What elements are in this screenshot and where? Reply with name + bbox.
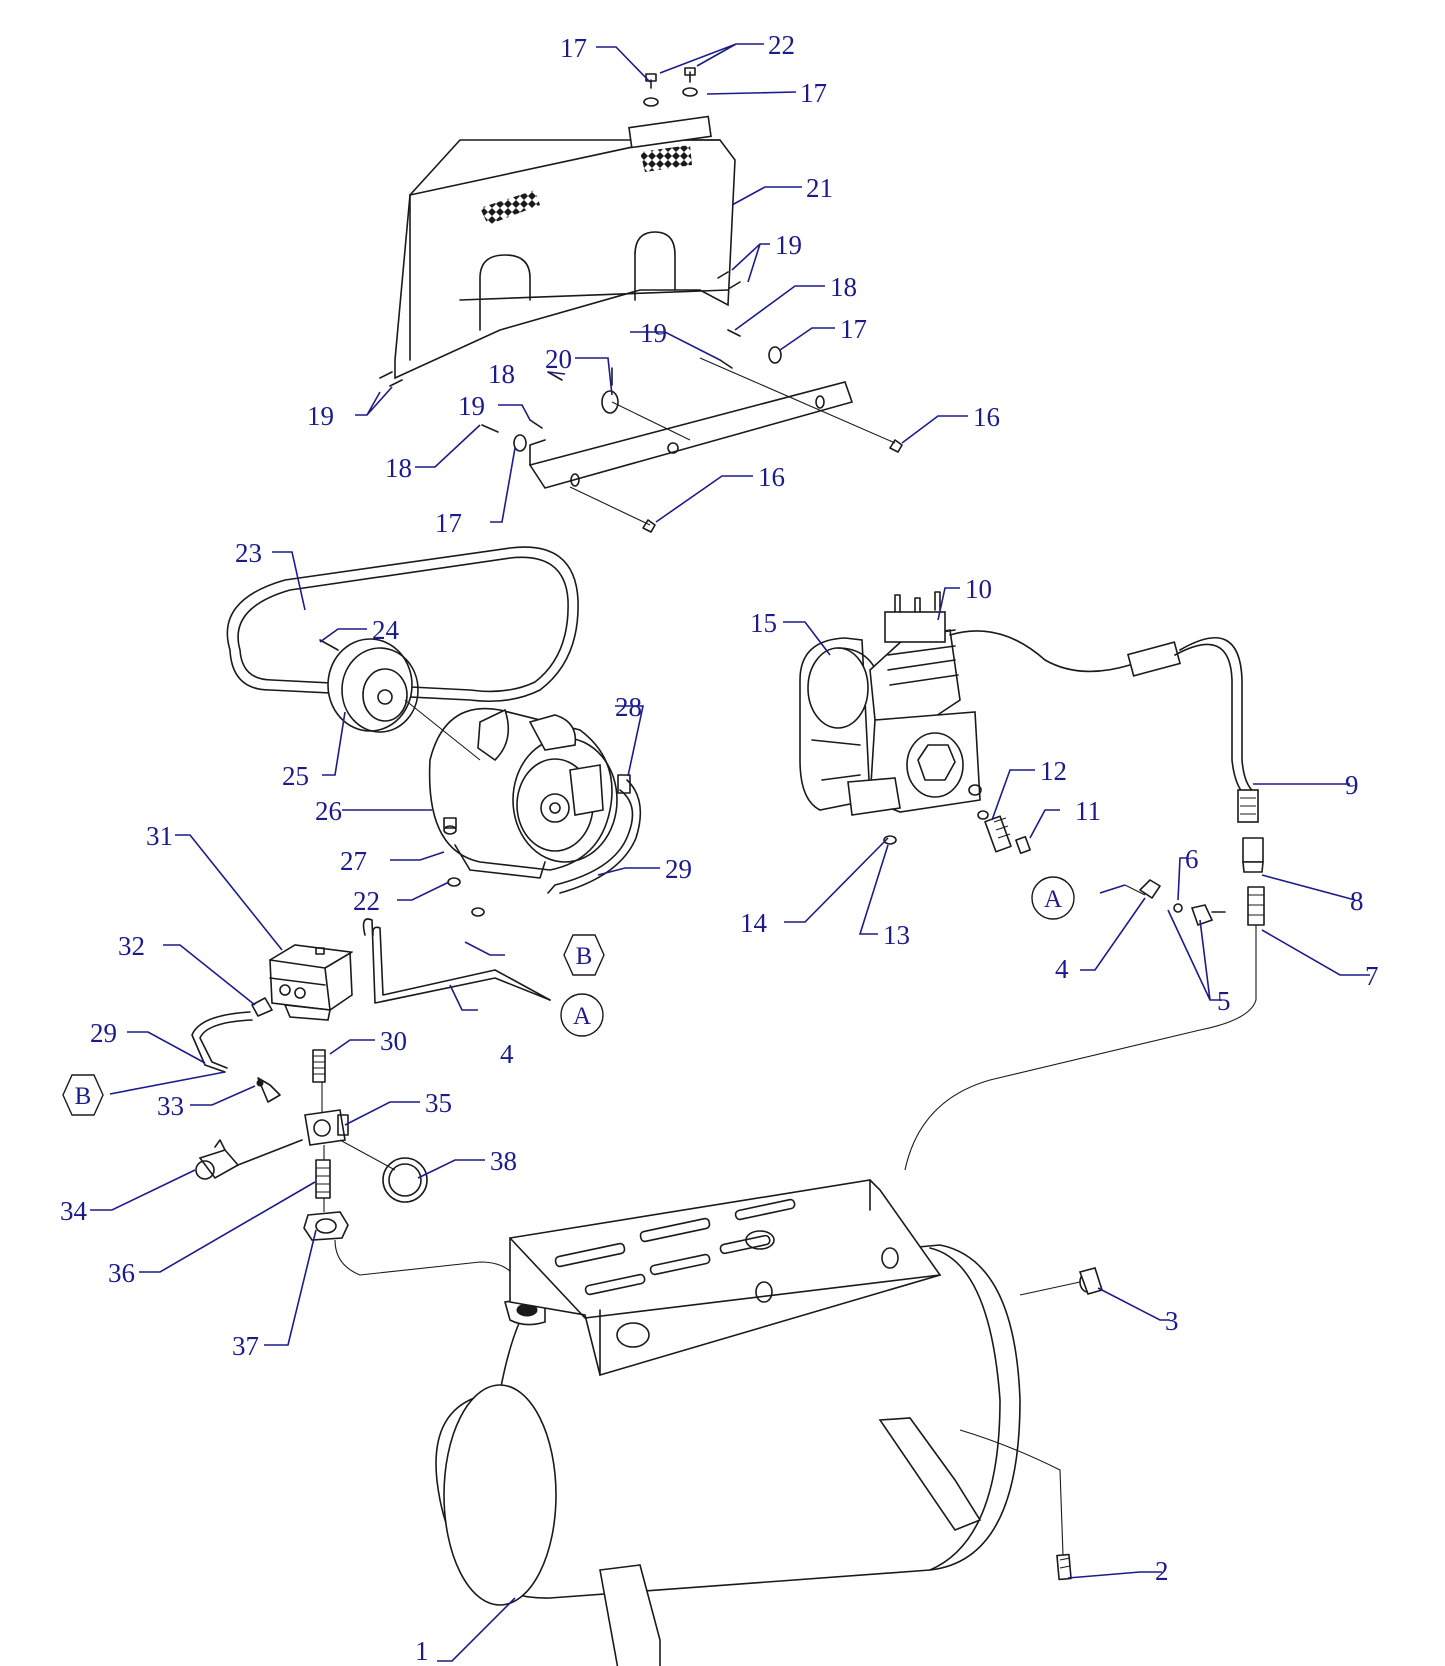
electric-motor xyxy=(404,699,618,879)
callout-2: 2 xyxy=(1155,1556,1169,1586)
callout-22: 22 xyxy=(353,886,380,916)
callout-17: 17 xyxy=(435,508,462,538)
guard-bracket xyxy=(528,381,854,489)
ref-letter: B xyxy=(576,943,593,970)
callout-16: 16 xyxy=(973,402,1000,432)
pressure-switch xyxy=(251,944,353,1021)
leader-lines xyxy=(90,43,1370,1662)
callout-29: 29 xyxy=(90,1018,117,1048)
callout-4: 4 xyxy=(1055,954,1069,984)
callout-14: 14 xyxy=(740,908,768,938)
ref-letter: B xyxy=(75,1083,92,1110)
callout-6: 6 xyxy=(1185,844,1199,874)
callout-3: 3 xyxy=(1165,1306,1179,1336)
callout-5: 5 xyxy=(1217,986,1231,1016)
ref-bubble-a-upper: A xyxy=(1031,876,1075,920)
callout-27: 27 xyxy=(340,846,367,876)
callout-10: 10 xyxy=(965,574,992,604)
callout-1: 1 xyxy=(415,1636,429,1666)
callout-36: 36 xyxy=(108,1258,135,1288)
callout-19: 19 xyxy=(775,230,802,260)
callout-9: 9 xyxy=(1345,770,1359,800)
ref-bubble-b-upper: B xyxy=(563,934,605,976)
callout-38: 38 xyxy=(490,1146,517,1176)
air-tank xyxy=(435,1244,1104,1666)
switch-cord xyxy=(191,1011,253,1073)
check-valve-fittings xyxy=(1124,879,1226,927)
motor-pulley xyxy=(319,638,419,733)
callout-19: 19 xyxy=(640,318,667,348)
callout-15: 15 xyxy=(750,608,777,638)
belt-guard xyxy=(394,115,736,380)
callout-4: 4 xyxy=(500,1039,514,1069)
motor-cord xyxy=(547,774,642,894)
ref-bubble-a-lower: A xyxy=(560,993,604,1037)
callout-32: 32 xyxy=(118,931,145,961)
callout-37: 37 xyxy=(232,1331,259,1361)
motor-mount-hardware xyxy=(443,817,485,917)
callout-8: 8 xyxy=(1350,886,1364,916)
pump-platform xyxy=(509,1179,942,1377)
callout-19: 19 xyxy=(307,401,334,431)
ref-letter: A xyxy=(573,1003,591,1030)
callout-34: 34 xyxy=(60,1196,88,1226)
callout-31: 31 xyxy=(146,821,173,851)
callout-22: 22 xyxy=(768,30,795,60)
callout-23: 23 xyxy=(235,538,262,568)
callout-17: 17 xyxy=(800,78,827,108)
ref-bubble-b-lower: B xyxy=(62,1074,104,1116)
callout-18: 18 xyxy=(488,359,515,389)
callout-21: 21 xyxy=(806,173,833,203)
callout-24: 24 xyxy=(372,615,400,645)
callout-labels: 1 2 3 4 4 5 6 7 8 9 10 11 12 13 14 15 16… xyxy=(60,30,1379,1666)
callout-26: 26 xyxy=(315,796,342,826)
callout-28: 28 xyxy=(615,692,642,722)
callout-13: 13 xyxy=(883,920,910,950)
compressor-pump xyxy=(799,591,1031,855)
callout-19: 19 xyxy=(458,391,485,421)
callout-30: 30 xyxy=(380,1026,407,1056)
callout-25: 25 xyxy=(282,761,309,791)
callout-18: 18 xyxy=(385,453,412,483)
callout-16: 16 xyxy=(758,462,785,492)
ref-letter: A xyxy=(1044,886,1062,913)
callout-17: 17 xyxy=(840,314,867,344)
unloader-tube xyxy=(362,918,551,1004)
callout-7: 7 xyxy=(1365,961,1379,991)
callout-17: 17 xyxy=(560,33,587,63)
callout-29: 29 xyxy=(665,854,692,884)
callout-20: 20 xyxy=(545,344,572,374)
drive-belt xyxy=(226,546,579,703)
callout-33: 33 xyxy=(157,1091,184,1121)
discharge-tube xyxy=(904,630,1265,1171)
callout-18: 18 xyxy=(830,272,857,302)
callout-12: 12 xyxy=(1040,756,1067,786)
callout-35: 35 xyxy=(425,1088,452,1118)
callout-11: 11 xyxy=(1075,796,1101,826)
